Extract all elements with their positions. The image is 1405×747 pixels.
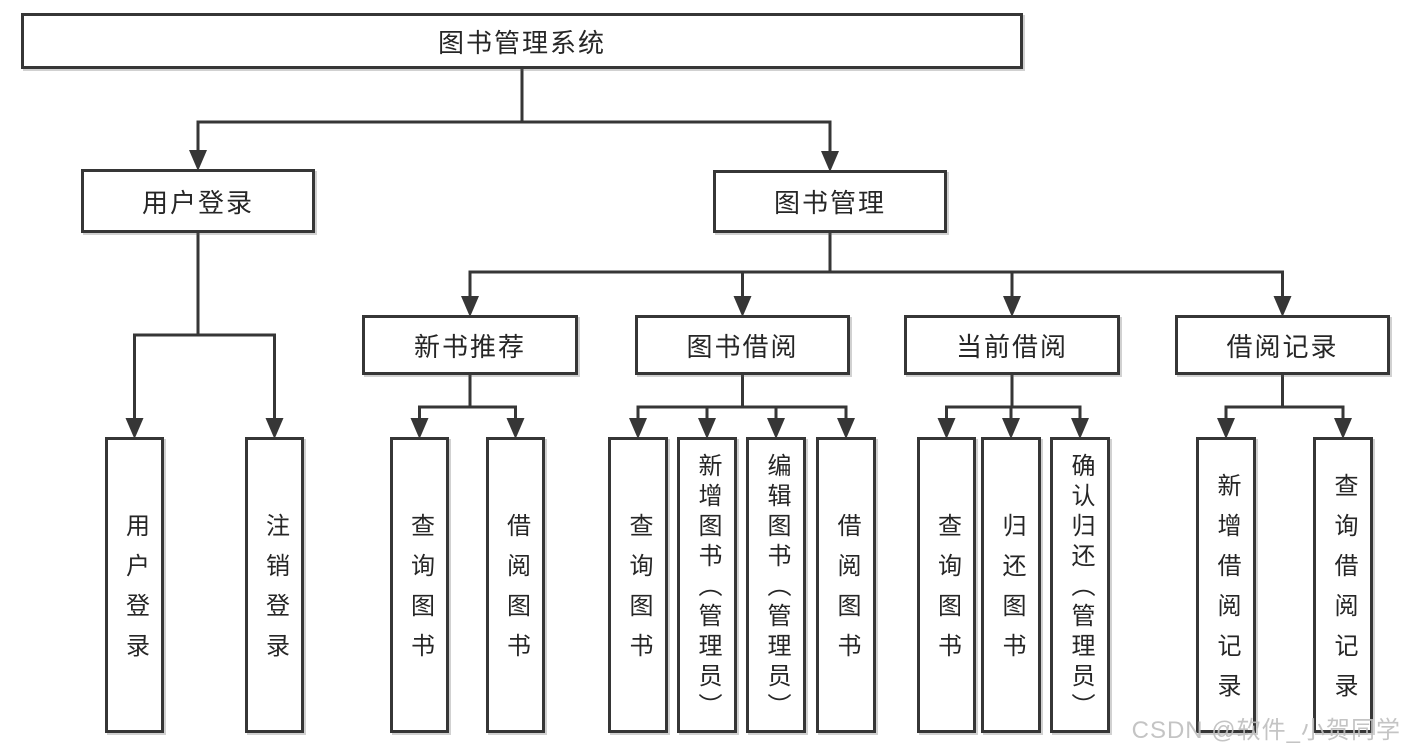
node-book-borrow: 图书借阅: [635, 315, 850, 375]
node-current-borrow: 当前借阅: [904, 315, 1120, 375]
arrowhead: [821, 151, 839, 172]
node-add-borrow-record: 新增借阅记录: [1196, 437, 1256, 733]
node-borrow-record: 借阅记录: [1175, 315, 1390, 375]
node-label: 确认归还（管理员）: [1067, 453, 1094, 723]
watermark: CSDN @软件_小贺同学: [1131, 717, 1401, 744]
node-label: 查询图书: [933, 513, 961, 673]
node-query-book-1: 查询图书: [390, 437, 449, 733]
arrowhead: [410, 418, 429, 439]
node-add-book: 新增图书（管理员）: [677, 437, 737, 733]
arrowhead: [733, 296, 752, 317]
node-query-book-3: 查询图书: [917, 437, 976, 733]
arrowhead: [1334, 418, 1352, 439]
node-root: 图书管理系统: [21, 13, 1023, 69]
arrowhead: [1003, 296, 1021, 317]
node-label: 新增借阅记录: [1213, 473, 1240, 713]
arrowhead: [265, 418, 284, 439]
arrowhead: [698, 418, 716, 439]
arrowhead: [837, 418, 855, 439]
node-label: 用户登录: [141, 187, 254, 218]
arrowhead: [125, 418, 144, 439]
node-label: 当前借阅: [955, 331, 1068, 362]
arrowhead: [937, 418, 956, 439]
node-confirm-return: 确认归还（管理员）: [1050, 437, 1110, 733]
arrowhead: [1002, 418, 1020, 439]
node-logout: 注销登录: [245, 437, 304, 733]
node-label: 归还图书: [998, 513, 1025, 673]
node-edit-book: 编辑图书（管理员）: [746, 437, 806, 733]
node-label: 编辑图书（管理员）: [763, 453, 790, 723]
node-label: 新增图书（管理员）: [694, 453, 721, 723]
node-user-login: 用户登录: [81, 169, 315, 233]
node-label: 图书管理: [773, 188, 886, 218]
node-return-book: 归还图书: [981, 437, 1041, 733]
node-label: 借阅图书: [833, 513, 860, 673]
node-label: 查询借阅记录: [1330, 473, 1357, 713]
arrowhead: [629, 418, 647, 439]
node-borrow-book-1: 借阅图书: [486, 437, 545, 733]
node-book-mgmt: 图书管理: [713, 170, 947, 233]
node-login: 用户登录: [105, 437, 164, 733]
arrowhead: [1273, 296, 1292, 317]
arrowhead: [189, 150, 207, 171]
arrowhead: [1071, 418, 1089, 439]
node-label: 用户登录: [121, 513, 149, 673]
node-label: 借阅记录: [1226, 331, 1339, 362]
node-label: 借阅图书: [502, 513, 530, 673]
node-label: 注销登录: [261, 513, 289, 673]
node-label: 图书管理系统: [437, 27, 606, 58]
node-label: 查询图书: [625, 513, 652, 673]
arrowhead: [1217, 418, 1235, 439]
node-borrow-book-2: 借阅图书: [816, 437, 876, 733]
node-label: 图书借阅: [686, 331, 799, 362]
arrowhead: [461, 296, 479, 317]
arrowhead: [767, 418, 785, 439]
node-new-book-rec: 新书推荐: [362, 315, 578, 375]
arrowhead: [506, 418, 525, 439]
node-query-book-2: 查询图书: [608, 437, 668, 733]
node-label: 查询图书: [406, 513, 434, 673]
node-query-borrow-record: 查询借阅记录: [1313, 437, 1373, 733]
node-label: 新书推荐: [413, 331, 526, 362]
